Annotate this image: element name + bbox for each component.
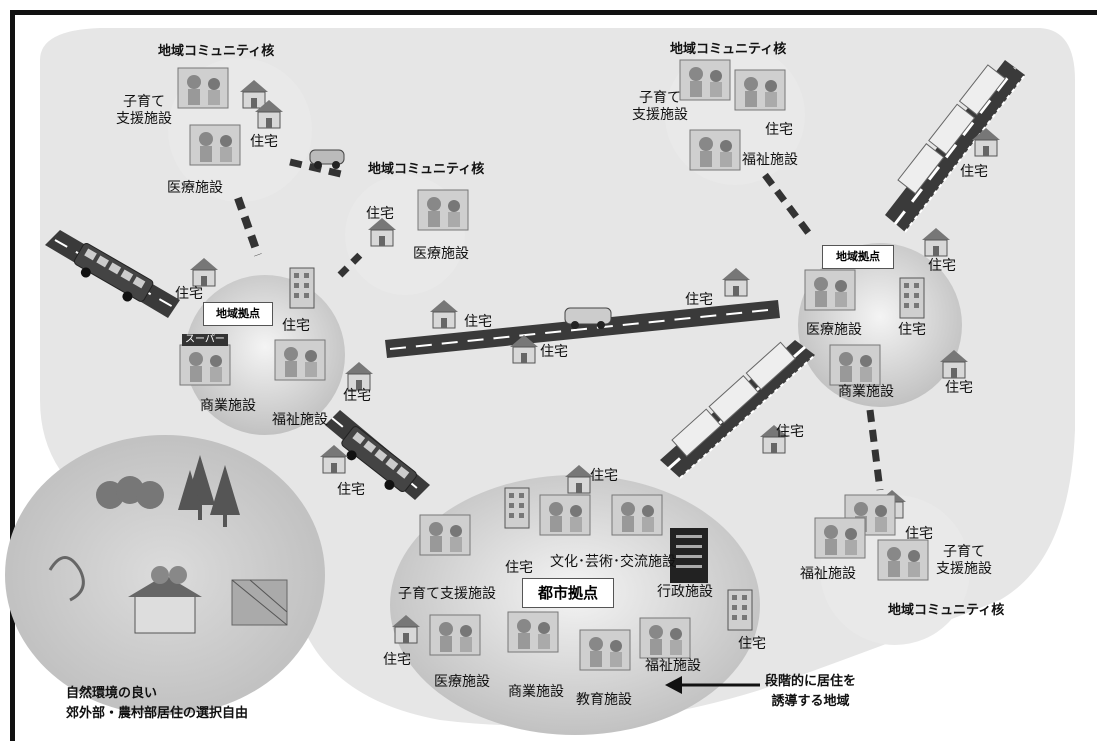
childcare-ne-label: 子育て 支援施設 [632, 90, 688, 123]
housing-road-2: 住宅 [540, 344, 568, 360]
commercial-east-label: 商業施設 [838, 384, 894, 400]
housing-east-3: 住宅 [945, 380, 973, 396]
housing-road-3: 住宅 [685, 292, 713, 308]
medical-nw-label: 医療施設 [167, 180, 223, 196]
childcare-city-label: 子育て支援施設 [398, 586, 496, 602]
housing-city-top: 住宅 [590, 468, 618, 484]
community-core-nw-title: 地域コミュニティ核 [158, 44, 275, 59]
medical-east-label: 医療施設 [806, 322, 862, 338]
commercial-city-label: 商業施設 [508, 684, 564, 700]
guidance-note: 段階的に居住を 誘導する地域 [765, 674, 857, 709]
housing-ne-road: 住宅 [960, 164, 988, 180]
housing-east-2: 住宅 [898, 322, 926, 338]
housing-road-1: 住宅 [464, 314, 492, 330]
housing-west-3: 住宅 [343, 388, 371, 404]
housing-east-1: 住宅 [928, 258, 956, 274]
welfare-ne-label: 福祉施設 [742, 152, 798, 168]
housing-ne-label: 住宅 [765, 122, 793, 138]
medical-city-label: 医療施設 [434, 674, 490, 690]
housing-west-2: 住宅 [282, 318, 310, 334]
regional-hub-east-label: 地域拠点 [822, 245, 894, 269]
housing-west-1: 住宅 [175, 286, 203, 302]
housing-center-label: 住宅 [366, 206, 394, 222]
community-core-ne-title: 地域コミュニティ核 [670, 42, 787, 57]
housing-se-road: 住宅 [776, 424, 804, 440]
education-city-label: 教育施設 [576, 692, 632, 708]
housing-city-west: 住宅 [383, 652, 411, 668]
childcare-nw-label: 子育て 支援施設 [116, 94, 172, 127]
community-core-se-title: 地域コミュニティ核 [888, 603, 1005, 618]
regional-hub-west-label: 地域拠点 [203, 302, 273, 326]
culture-city-label: 文化･芸術･交流施設 [550, 554, 676, 570]
admin-city-label: 行政施設 [657, 584, 713, 600]
welfare-west-label: 福祉施設 [272, 412, 328, 428]
medical-center-label: 医療施設 [413, 246, 469, 262]
suburban-note: 自然環境の良い 郊外部・農村部居住の選択自由 [66, 686, 249, 721]
childcare-se-label: 子育て 支援施設 [936, 544, 992, 577]
housing-nw-label: 住宅 [250, 134, 278, 150]
community-core-center-title: 地域コミュニティ核 [368, 162, 485, 177]
welfare-city-label: 福祉施設 [645, 658, 701, 674]
commercial-west-label: 商業施設 [200, 398, 256, 414]
housing-west-4: 住宅 [337, 482, 365, 498]
housing-city-east: 住宅 [738, 636, 766, 652]
city-hub-label: 都市拠点 [522, 578, 614, 608]
welfare-se-label: 福祉施設 [800, 566, 856, 582]
housing-se-label: 住宅 [905, 526, 933, 542]
figure-frame [10, 10, 1097, 741]
housing-city-apt: 住宅 [505, 560, 533, 576]
store-sign: スーパー [182, 334, 228, 346]
